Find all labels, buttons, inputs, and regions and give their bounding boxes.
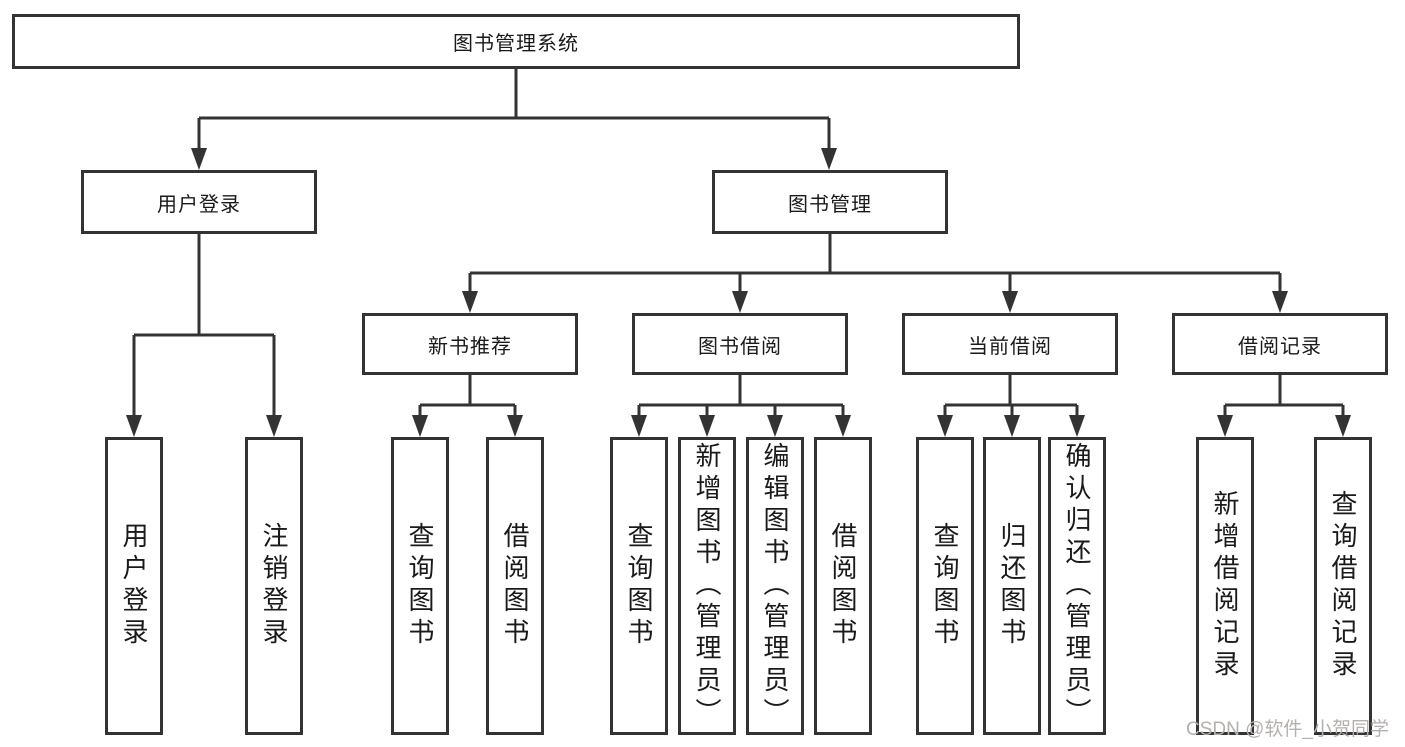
node-library-management-system: 图书管理系统 [12, 14, 1020, 69]
node-book-management: 图书管理 [712, 170, 948, 234]
leaf-add-borrow-record: 新增借阅记录 [1196, 437, 1254, 735]
node-label: 图书管理系统 [453, 33, 579, 55]
connector-root-to-level2 [191, 69, 837, 170]
leaf-logout: 注销登录 [245, 437, 303, 735]
leaf-label: 确认归还（管理员） [1062, 442, 1092, 730]
connector-borrow-record-branch [1217, 375, 1351, 437]
connector-user-login-branch [126, 234, 282, 437]
connector-current-borrow-branch [937, 375, 1085, 437]
node-current-borrow: 当前借阅 [902, 313, 1118, 375]
leaf-confirm-return-admin: 确认归还（管理员） [1048, 437, 1106, 735]
leaf-borrow-books: 借阅图书 [814, 437, 872, 735]
node-label: 图书管理 [788, 193, 872, 216]
connector-book-management-to-level3 [462, 234, 1288, 313]
leaf-label: 注销登录 [259, 522, 289, 650]
leaf-query-books-borrow: 查询图书 [610, 437, 668, 735]
connector-new-book-branch [412, 375, 523, 437]
leaf-label: 用户登录 [119, 522, 149, 650]
leaf-label: 编辑图书（管理员） [760, 442, 790, 730]
node-book-borrow: 图书借阅 [632, 313, 848, 375]
leaf-label: 新增图书（管理员） [692, 442, 722, 730]
leaf-label: 借阅图书 [828, 522, 858, 650]
leaf-label: 新增借阅记录 [1210, 490, 1240, 682]
leaf-query-books-recommend: 查询图书 [391, 437, 449, 735]
leaf-edit-books-admin: 编辑图书（管理员） [746, 437, 804, 735]
leaf-label: 归还图书 [997, 522, 1027, 650]
leaf-label: 借阅图书 [500, 522, 530, 650]
connector-book-borrow-branch [631, 375, 851, 437]
leaf-label: 查询图书 [405, 522, 435, 650]
leaf-user-login: 用户登录 [105, 437, 163, 735]
csdn-watermark: CSDN @软件_小贺同学 [1186, 719, 1389, 740]
leaf-query-borrow-record: 查询借阅记录 [1314, 437, 1372, 735]
leaf-query-books-current: 查询图书 [916, 437, 974, 735]
node-label: 用户登录 [157, 193, 241, 216]
leaf-borrow-books-recommend: 借阅图书 [486, 437, 544, 735]
leaf-label: 查询借阅记录 [1328, 490, 1358, 682]
node-label: 借阅记录 [1238, 335, 1322, 358]
leaf-add-books-admin: 新增图书（管理员） [678, 437, 736, 735]
leaf-return-books: 归还图书 [983, 437, 1041, 735]
leaf-label: 查询图书 [624, 522, 654, 650]
node-new-book-recommend: 新书推荐 [362, 313, 578, 375]
node-label: 图书借阅 [698, 335, 782, 358]
node-user-login: 用户登录 [81, 170, 317, 234]
node-label: 当前借阅 [968, 335, 1052, 358]
node-borrow-record: 借阅记录 [1172, 313, 1388, 375]
leaf-label: 查询图书 [930, 522, 960, 650]
node-label: 新书推荐 [428, 335, 512, 358]
